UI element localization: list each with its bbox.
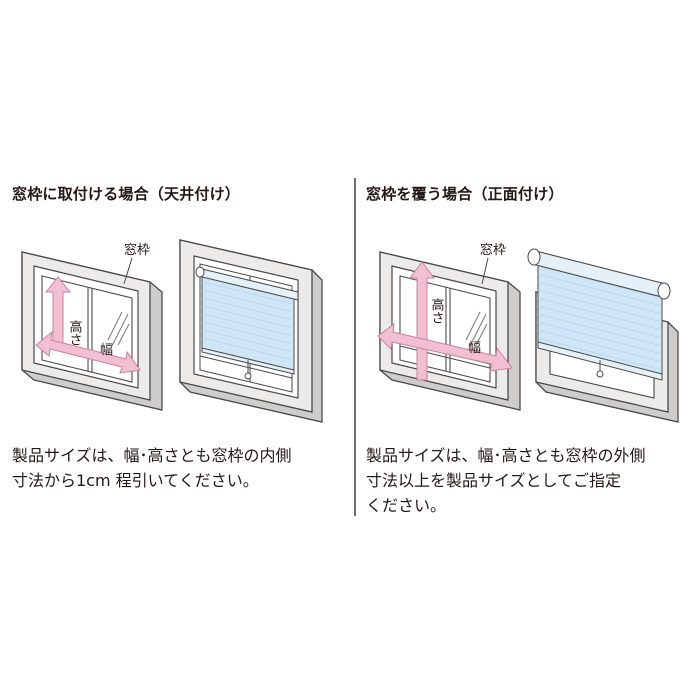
frame-label: 窓枠: [124, 242, 150, 258]
sizing-instruction: 製品サイズは、幅･高さとも窓枠の内側 寸法から1cm 程引いてください。: [12, 443, 346, 493]
sizing-instruction: 製品サイズは、幅･高さとも窓枠の外側 寸法以上を製品サイズとしてご指定 ください…: [366, 443, 700, 518]
frame-label: 窓枠: [480, 242, 506, 258]
height-label: 高さ: [429, 297, 445, 324]
caption-line: 寸法以上を製品サイズとしてご指定: [366, 471, 622, 490]
width-label: 幅: [468, 341, 481, 356]
width-arrow: [35, 330, 141, 374]
window-with-roller-shade: [179, 239, 323, 423]
section-heading: 窓枠を覆う場合（正面付け）: [366, 185, 564, 203]
inside-mount-illustration: 窓枠 高さ 幅: [21, 239, 323, 423]
caption-line: ください。: [366, 496, 447, 515]
window-frame-with-measurements: 窓枠 高さ 幅: [21, 242, 163, 411]
window-with-roller-shade: [527, 248, 679, 423]
pull-cord-knob: [596, 370, 604, 378]
section-heading: 窓枠に取付ける場合（天井付け）: [12, 185, 241, 203]
width-label: 幅: [100, 343, 113, 358]
window-frame-with-measurements: 窓枠 高さ 幅: [377, 242, 521, 411]
caption-line: 製品サイズは、幅･高さとも窓枠の外側: [366, 446, 646, 465]
pull-cord-knob: [244, 372, 252, 380]
caption-line: 製品サイズは、幅･高さとも窓枠の内側: [12, 446, 292, 465]
width-arrow: [377, 322, 513, 372]
inside-mount-section: 窓枠に取付ける場合（天井付け） 窓枠 高さ 幅: [12, 185, 346, 493]
outside-mount-illustration: 窓枠 高さ 幅: [377, 242, 679, 423]
outside-mount-section: 窓枠を覆う場合（正面付け） 窓枠 高さ 幅: [356, 0, 700, 700]
caption-line: 寸法から1cm 程引いてください。: [12, 471, 259, 490]
height-arrow: [409, 261, 435, 381]
section-divider: [354, 178, 356, 516]
height-label: 高さ: [67, 319, 83, 346]
